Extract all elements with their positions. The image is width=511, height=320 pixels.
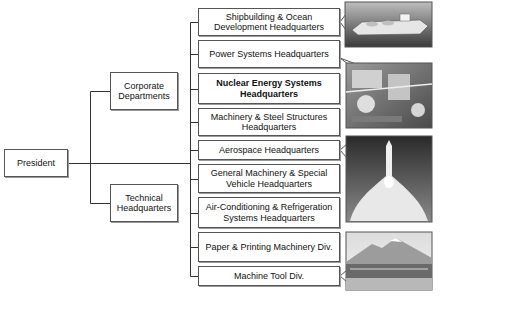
staff-box: Corporate Departments	[110, 72, 178, 110]
power-plant-photo	[340, 58, 432, 128]
rocket-photo	[340, 136, 432, 222]
box-label: Aerospace Headquarters	[219, 145, 319, 155]
org-connector	[68, 123, 198, 164]
ship-photo	[340, 2, 432, 47]
box-label: Air-Conditioning & Refrigeration Systems…	[202, 202, 336, 223]
division-box: Paper & Printing Machinery Div.	[198, 232, 340, 262]
box-label: Paper & Printing Machinery Div.	[206, 242, 333, 252]
org-connector	[68, 164, 198, 248]
division-box: Power Systems Headquarters	[198, 40, 340, 68]
division-box: Machine Tool Div.	[198, 266, 340, 286]
box-label: President	[17, 158, 55, 168]
box-label: Nuclear Energy Systems Headquarters	[202, 78, 336, 99]
division-box: Shipbuilding & Ocean Development Headqua…	[198, 8, 340, 36]
president-box: President	[4, 149, 68, 177]
box-label: Technical Headquarters	[114, 193, 174, 214]
org-connector	[68, 151, 198, 164]
division-box: General Machinery & Special Vehicle Head…	[198, 164, 340, 193]
division-box: Machinery & Steel Structures Headquarter…	[198, 108, 340, 136]
box-label: General Machinery & Special Vehicle Head…	[202, 168, 336, 189]
org-connector	[68, 164, 198, 277]
division-box: Nuclear Energy Systems Headquarters	[198, 73, 340, 104]
org-connector	[68, 55, 198, 164]
box-label: Corporate Departments	[114, 81, 174, 102]
box-label: Machinery & Steel Structures Headquarter…	[202, 112, 336, 133]
division-box: Aerospace Headquarters	[198, 140, 340, 160]
division-box: Air-Conditioning & Refrigeration Systems…	[198, 197, 340, 228]
org-connector	[68, 23, 198, 164]
building-photo	[340, 232, 432, 290]
box-label: Shipbuilding & Ocean Development Headqua…	[202, 12, 336, 33]
org-connector	[68, 164, 198, 180]
box-label: Machine Tool Div.	[234, 271, 304, 281]
org-connector	[68, 164, 110, 204]
box-label: Power Systems Headquarters	[209, 49, 329, 59]
staff-box: Technical Headquarters	[110, 184, 178, 222]
org-connector	[68, 92, 110, 164]
